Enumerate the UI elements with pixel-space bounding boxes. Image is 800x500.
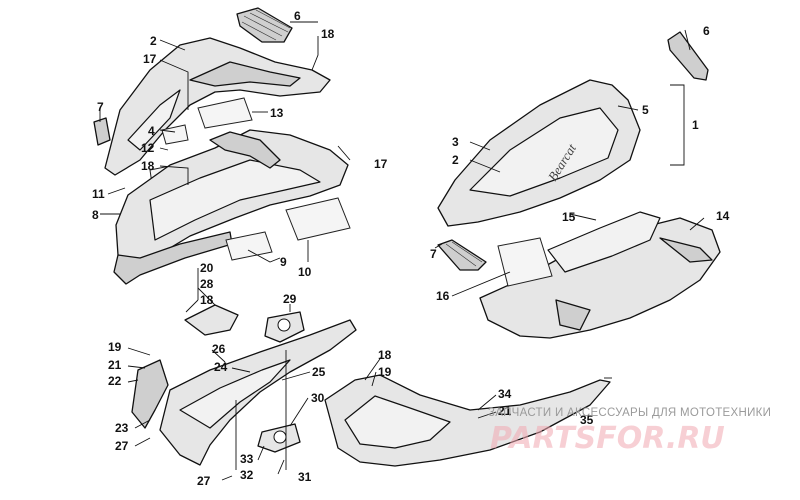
front-bumper-bracket (131, 359, 169, 429)
callout-29: 29 (283, 292, 297, 306)
callout-24: 24 (214, 360, 228, 374)
watermark-subtitle: ЗАПЧАСТИ И АКСЕССУАРЫ ДЛЯ МОТОТЕХНИКИ (488, 407, 771, 419)
callout-17: 17 (143, 52, 157, 66)
watermark-logo: PARTSFOR.RU (490, 421, 725, 456)
callout-2: 2 (150, 34, 157, 48)
hood-upper-panel (104, 37, 331, 176)
mesh-vent-7-lower (437, 239, 487, 271)
side-grille-left (93, 117, 111, 146)
callout-9: 9 (280, 255, 287, 269)
leader-lines (99, 21, 705, 481)
callout-3: 3 (452, 135, 459, 149)
callout-6: 6 (294, 9, 301, 23)
callout-6: 6 (703, 24, 710, 38)
callout-14: 14 (716, 209, 730, 223)
side-panel-upper: Bearcat (437, 79, 641, 227)
bracket-28 (184, 304, 239, 336)
belly-pan-right (324, 374, 611, 467)
decal-9-10 (225, 197, 351, 261)
callout-15: 15 (562, 210, 576, 224)
callout-11: 11 (92, 187, 105, 201)
callout-30: 30 (311, 391, 325, 405)
decal-13 (197, 97, 253, 129)
callout-10: 10 (298, 265, 312, 279)
callout-34: 34 (498, 387, 512, 401)
callout-5: 5 (642, 103, 649, 117)
callout-8: 8 (92, 208, 99, 222)
callout-18: 18 (141, 159, 155, 173)
callout-7: 7 (97, 100, 104, 114)
callout-18: 18 (378, 348, 392, 362)
callout-26: 26 (212, 342, 226, 356)
callout-1: 1 (692, 118, 699, 132)
grommet-29 (264, 311, 305, 343)
callout-35: 35 (580, 413, 594, 427)
callout-21: 21 (498, 404, 512, 418)
callout-22: 22 (108, 374, 122, 388)
callout-7: 7 (430, 247, 437, 261)
decal-16 (497, 237, 553, 287)
grommet-30 (257, 423, 301, 453)
callout-17: 17 (374, 157, 388, 171)
callout-20: 20 (200, 261, 214, 275)
belly-pan-left (159, 319, 357, 466)
nose-panel-lower-right (479, 211, 721, 339)
callout-27: 27 (115, 439, 129, 453)
watermark: ЗАПЧАСТИ И АКСЕССУАРЫ ДЛЯ МОТОТЕХНИКИ PA… (488, 407, 771, 456)
callout-18: 18 (200, 293, 214, 307)
callout-28: 28 (200, 277, 214, 291)
lower-console-tub (113, 129, 349, 285)
callout-labels: 6 18 2 17 7 13 4 12 18 17 11 8 9 10 6 5 … (92, 9, 730, 488)
callout-31: 31 (298, 470, 312, 484)
side-vent-6-right (667, 31, 709, 81)
callout-2: 2 (452, 153, 459, 167)
callout-27: 27 (197, 474, 211, 488)
callout-19: 19 (108, 340, 122, 354)
mesh-vent-top (236, 7, 293, 43)
callout-19: 19 (378, 365, 392, 379)
callout-18: 18 (321, 27, 335, 41)
callout-21: 21 (108, 358, 122, 372)
callout-23: 23 (115, 421, 129, 435)
callout-32: 32 (240, 468, 254, 482)
callout-12: 12 (141, 141, 155, 155)
callout-16: 16 (436, 289, 450, 303)
callout-13: 13 (270, 106, 284, 120)
callout-25: 25 (312, 365, 326, 379)
callout-33: 33 (240, 452, 254, 466)
callout-4: 4 (148, 124, 155, 138)
